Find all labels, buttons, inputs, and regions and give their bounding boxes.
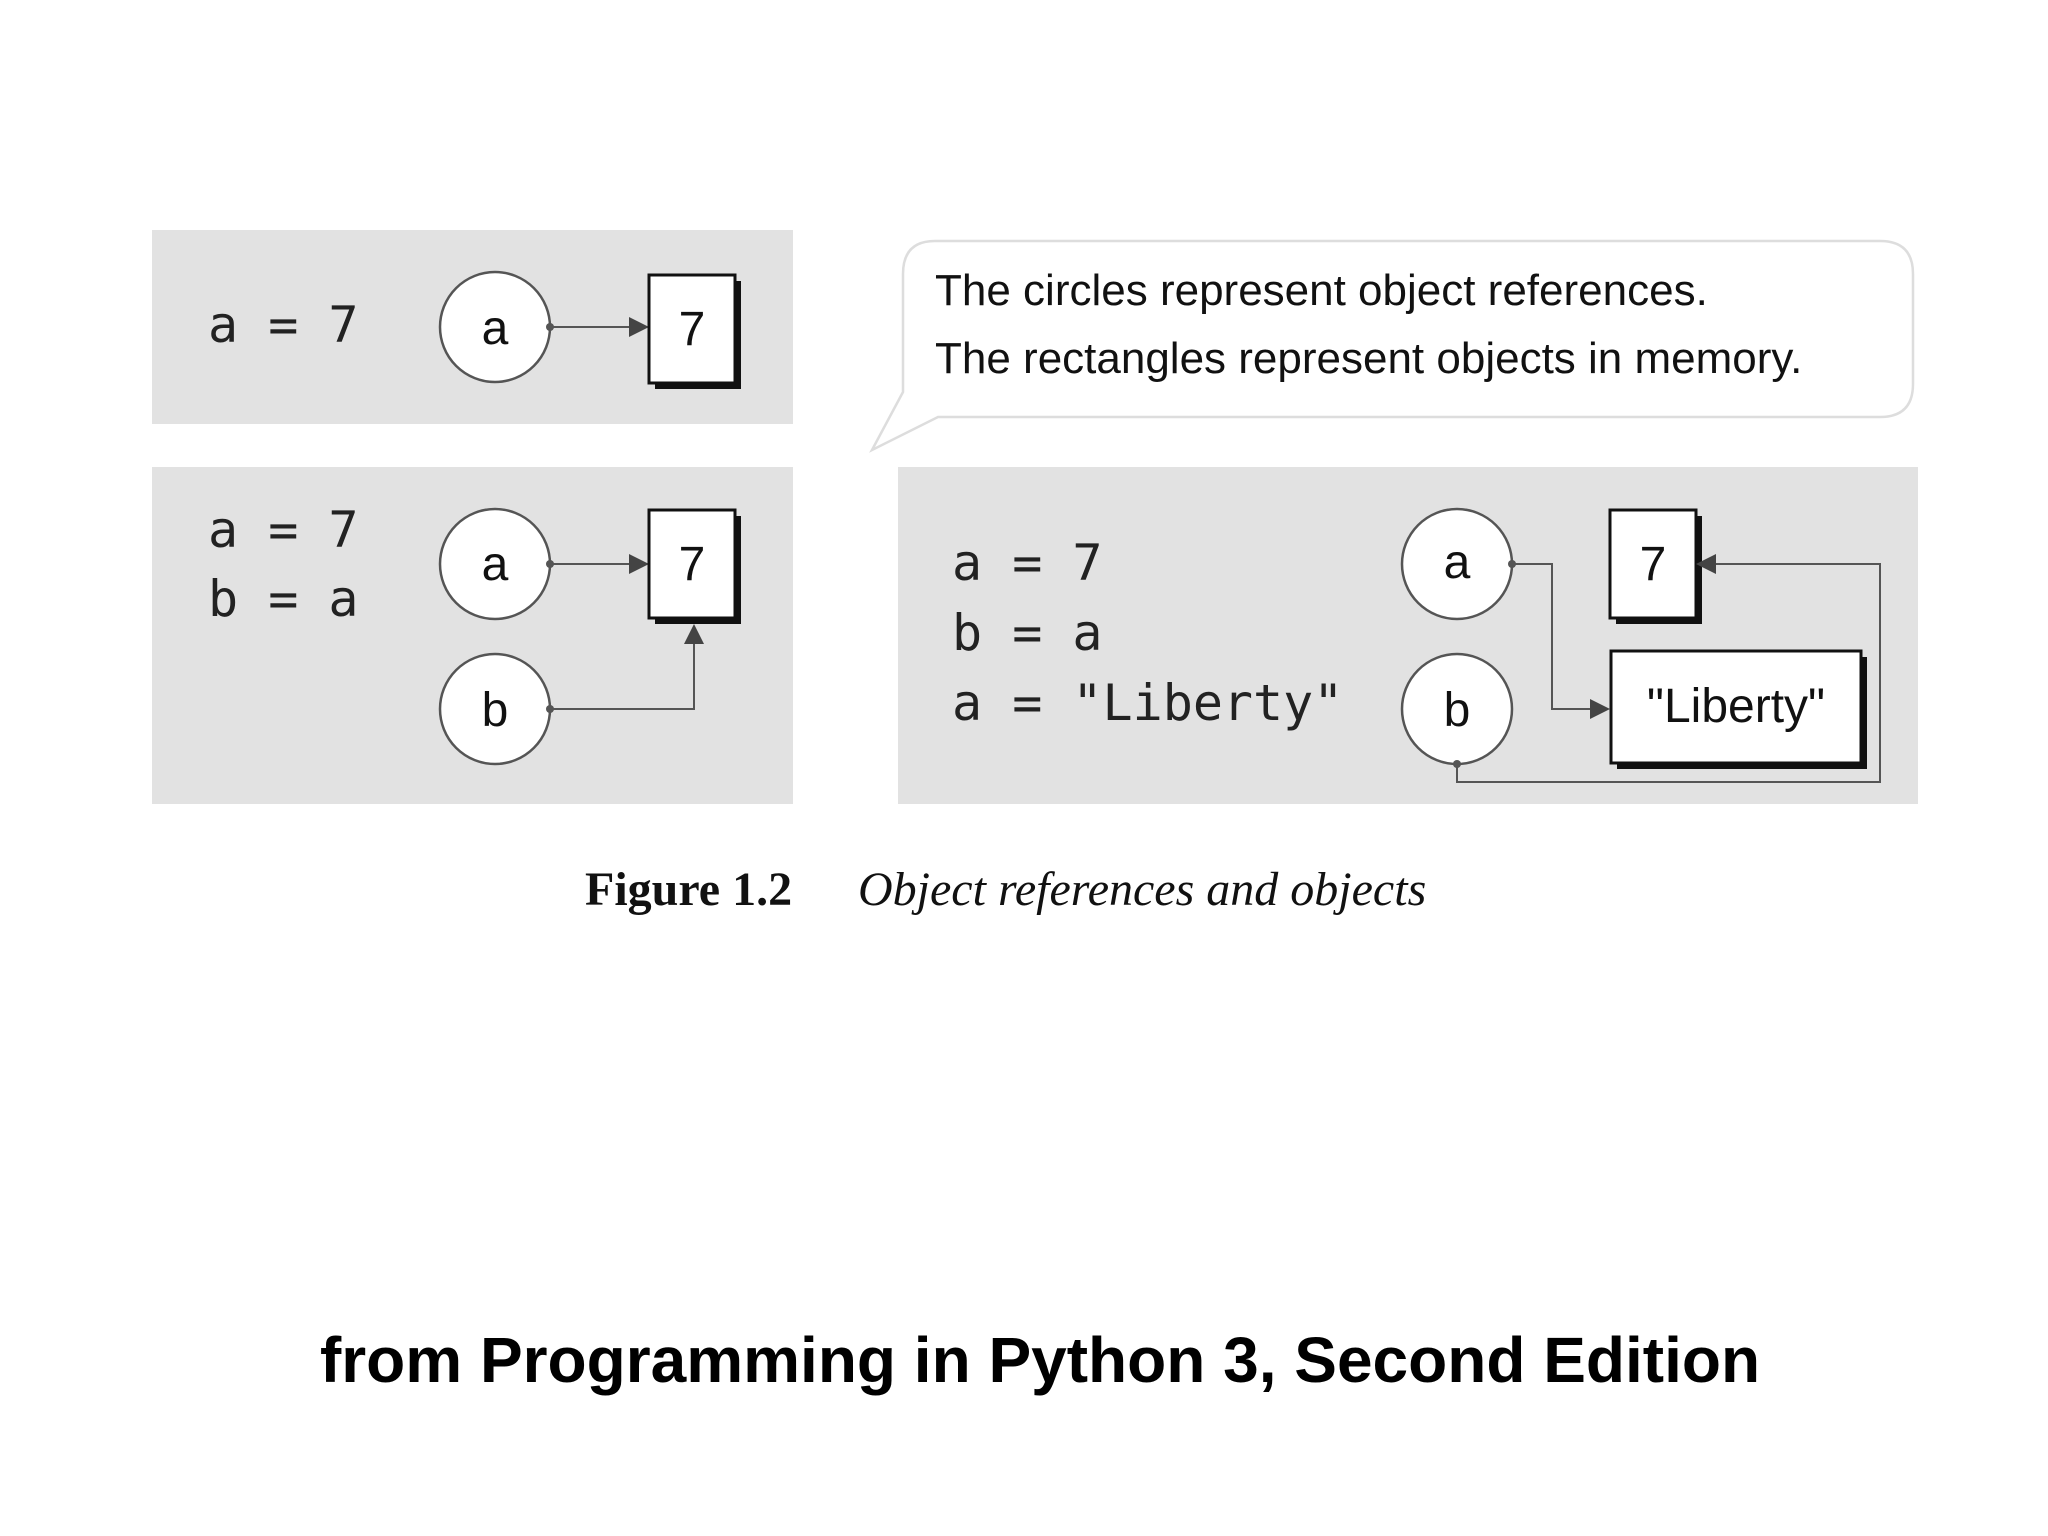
source-credit: from Programming in Python 3, Second Edi…	[320, 1324, 1760, 1396]
reference-label-a: a	[1444, 536, 1471, 589]
callout-bubble: The circles represent object references.…	[869, 239, 1915, 453]
arrow-origin-dot	[546, 705, 554, 713]
code-line: a = "Liberty"	[952, 674, 1343, 732]
reference-arrow	[1456, 554, 1881, 783]
panel-bottom-right: a = 7 b = a a = "Liberty" a b 7 "Liberty…	[898, 467, 1918, 804]
reference-label-b: b	[482, 684, 509, 737]
caption-text: Object references and objects	[858, 863, 1426, 916]
arrow-origin-dot	[546, 560, 554, 568]
code-line: a = 7	[952, 534, 1103, 592]
object-label-7: 7	[679, 538, 706, 591]
object-box-7	[1608, 508, 1698, 620]
object-label-7: 7	[679, 303, 706, 356]
code-line: b = a	[208, 570, 359, 628]
object-box-liberty	[1609, 649, 1863, 765]
object-box-7	[647, 508, 737, 620]
code-line: b = a	[952, 604, 1103, 662]
callout-shape	[869, 239, 1915, 453]
callout-line: The rectangles represent objects in memo…	[935, 334, 1802, 383]
caption-number: Figure 1.2	[585, 863, 792, 916]
arrow-origin-dot	[1453, 760, 1461, 768]
object-label-liberty: "Liberty"	[1647, 680, 1825, 733]
code-line: a = 7	[208, 296, 359, 354]
object-label-7: 7	[1640, 538, 1667, 591]
reference-label-b: b	[1444, 684, 1471, 737]
callout-line: The circles represent object references.	[935, 266, 1708, 315]
code-line: a = 7	[208, 501, 359, 559]
panel-bottom-left: a = 7 b = a a b 7	[152, 467, 793, 804]
object-box-7	[647, 273, 737, 385]
panel-top-left: a = 7 a 7	[152, 230, 793, 424]
figure-caption: Figure 1.2 Object references and objects	[585, 863, 1426, 916]
reference-arrow	[550, 624, 704, 710]
reference-label-a: a	[482, 538, 509, 591]
reference-label-a: a	[482, 302, 509, 355]
reference-arrow	[1512, 563, 1610, 719]
arrow-origin-dot	[1508, 560, 1516, 568]
arrow-origin-dot	[546, 323, 554, 331]
